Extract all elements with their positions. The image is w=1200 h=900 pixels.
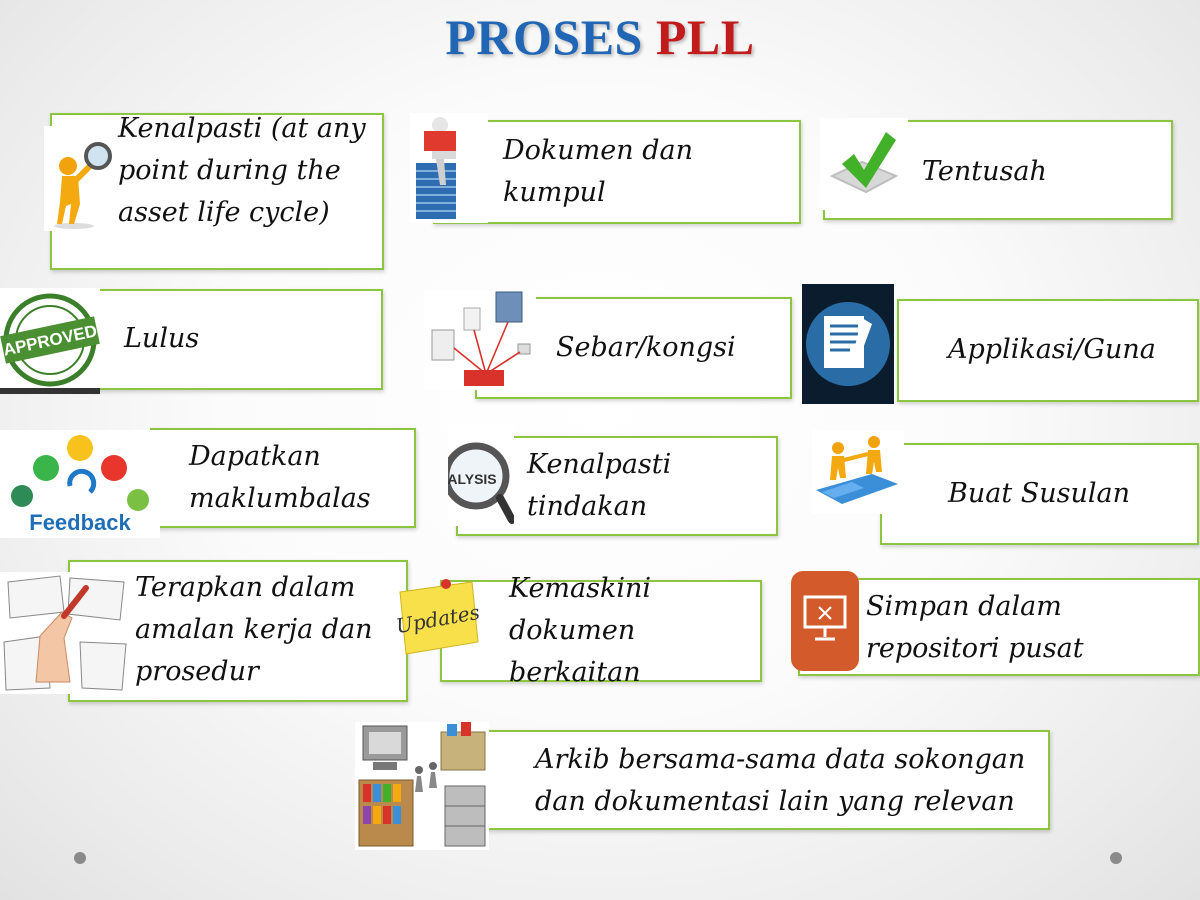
title-part-2: PLL [655,9,755,65]
decorative-dot-left [74,852,86,864]
step-label-lulus: Lulus [124,323,200,354]
analysis-magnifier-icon: ALYSIS [448,424,514,526]
updates-note-icon: Updates [386,574,486,660]
feedback-icon: Feedback [0,430,160,538]
reading-on-books-icon [410,113,488,223]
magnifying-glass-figure-icon [44,126,116,231]
decorative-dot-right [1110,852,1122,864]
hand-puzzle-icon [0,572,130,694]
step-box-kemaskini [440,580,762,682]
step-box-simpan [798,578,1200,676]
checkmark-icon [820,118,908,210]
title-part-1: PROSES [445,9,643,65]
step-label-buat-susulan: Buat Susulan [948,478,1131,509]
step-box-arkib [485,730,1050,830]
step-label-applikasi: Applikasi/Guna [948,334,1156,365]
share-network-icon [424,290,536,390]
step-box-buat-susulan [880,443,1199,545]
archive-icon [355,722,489,850]
analysis-icon-text: ALYSIS [448,471,497,487]
step-box-lulus [90,289,383,390]
step-box-dapatkan [150,428,416,528]
approved-stamp-icon: APPROVED [0,288,100,394]
step-label-sebar: Sebar/kongsi [556,332,736,363]
remote-desktop-icon [791,571,859,671]
step-box-applikasi [897,299,1199,402]
step-label-tentusah: Tentusah [922,156,1047,187]
page-title: PROSES PLL [0,8,1200,66]
puzzle-figures-icon [812,430,904,514]
step-box-dokumen [433,120,801,224]
document-pen-icon [802,284,894,404]
feedback-icon-text: Feedback [29,510,131,535]
